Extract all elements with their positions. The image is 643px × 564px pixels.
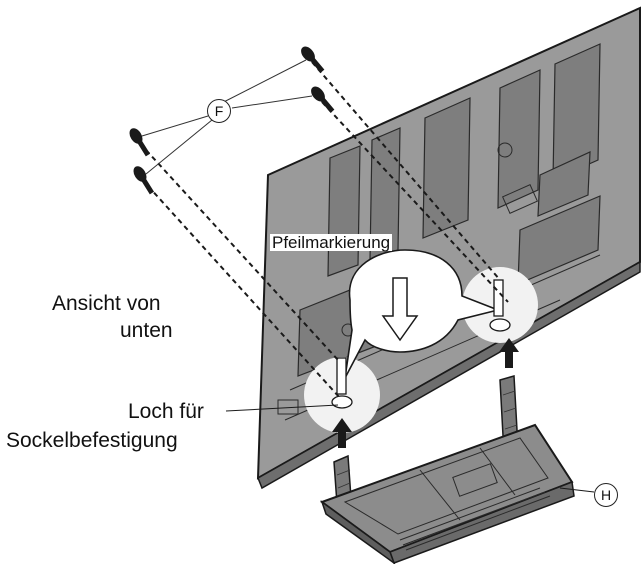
screw-guide-lines [145,61,509,399]
screw [133,166,155,195]
arrow-marking-label: Pfeilmarkierung [270,233,393,252]
bottom-view-label-line2: unten [120,319,173,342]
bottom-view-label-line1: Ansicht von [52,292,161,315]
stand-hole-label-line1: Loch für [128,400,204,423]
stand-hole-label-line2: Sockelbefestigung [6,429,178,452]
h-leader-line [559,487,595,493]
arrow-marking-icon [381,277,419,342]
screw [129,128,151,157]
stand-base [319,423,575,564]
arrow-marking-bubble [344,249,501,379]
hole-leader-line [225,404,339,412]
stand-holes [331,279,511,409]
screws-f [129,46,335,195]
up-arrow-left [332,418,352,448]
part-h-callout: H [594,483,618,507]
up-arrow-right [499,338,519,368]
zoom-circle-left [304,357,380,433]
insert-arrows [332,338,519,448]
screw [311,86,335,113]
screw [301,46,325,73]
part-f-callout: F [207,99,231,123]
